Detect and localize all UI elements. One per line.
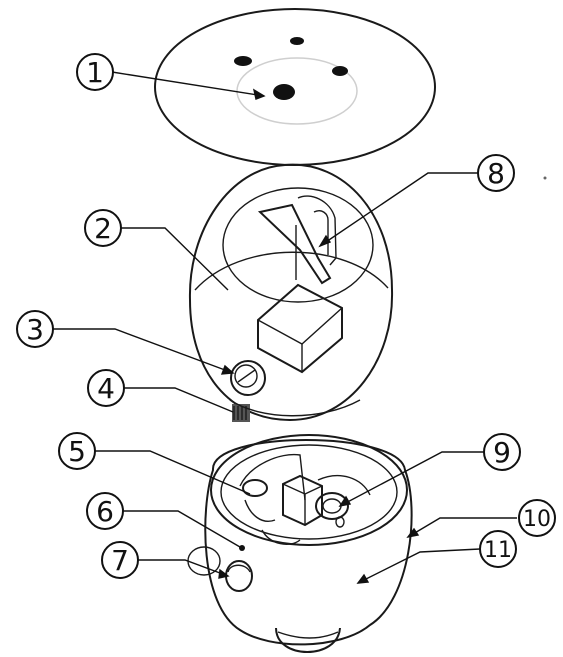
callout-3: 3: [16, 310, 54, 348]
callout-10: 10: [518, 499, 556, 537]
top-disc: [154, 8, 436, 166]
callout-6: 6: [86, 492, 124, 530]
tank-cap: [230, 360, 266, 396]
svg-text:2: 2: [94, 212, 112, 245]
callout-8: 8: [477, 154, 515, 192]
callout-11: 11: [479, 530, 517, 568]
hole-right: [332, 66, 348, 76]
svg-text:9: 9: [493, 436, 511, 469]
svg-text:6: 6: [96, 495, 114, 528]
hole-top: [290, 37, 304, 45]
svg-text:10: 10: [523, 507, 551, 532]
svg-text:4: 4: [97, 372, 115, 405]
callout-2: 2: [84, 209, 122, 247]
svg-text:5: 5: [68, 435, 86, 468]
callout-4: 4: [87, 369, 125, 407]
callout-7: 7: [101, 541, 139, 579]
hole-left: [234, 56, 252, 66]
callout-9: 9: [483, 433, 521, 471]
svg-text:3: 3: [26, 313, 44, 346]
leader-lines: [53, 71, 517, 584]
callout-1: 1: [76, 53, 114, 91]
speck: [543, 176, 547, 180]
hole-center: [273, 84, 295, 100]
water-tank: [188, 163, 394, 422]
svg-text:8: 8: [487, 157, 505, 190]
callout-5: 5: [58, 432, 96, 470]
base-unit: [187, 434, 413, 653]
svg-text:7: 7: [111, 544, 129, 577]
svg-text:1: 1: [86, 56, 104, 89]
svg-text:11: 11: [484, 538, 512, 563]
